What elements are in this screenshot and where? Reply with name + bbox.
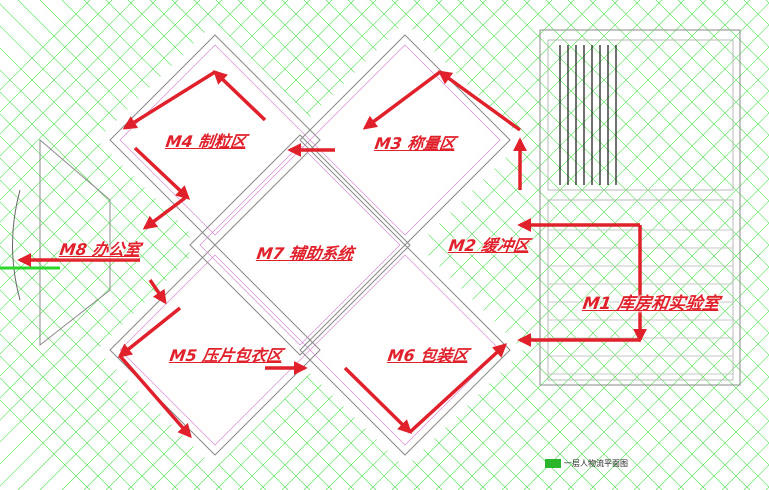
flow-arrow [117, 306, 182, 358]
flow-arrow [133, 146, 191, 200]
zone-label-m5: M5 压片包衣区 [168, 346, 284, 365]
zone-label-m4: M4 制粒区 [164, 132, 248, 151]
zone-label-m7: M7 辅助系统 [255, 244, 355, 263]
flow-arrow [343, 366, 412, 434]
zone-label-m8: M8 办公室 [58, 240, 142, 259]
flow-arrow [122, 70, 216, 130]
flow-arrow [408, 343, 508, 434]
zone-outlines [109, 34, 511, 456]
caption-tag: M [545, 459, 561, 468]
flow-arrow [212, 70, 267, 122]
flow-arrow [437, 70, 522, 132]
zone-label-m3: M3 称量区 [373, 134, 457, 153]
flow-arrow [362, 70, 442, 130]
flow-arrow [118, 354, 192, 439]
flow-arrow [148, 279, 167, 305]
flow-arrow [142, 196, 187, 230]
drawing-caption-text: 一层人物流平面图 [563, 459, 628, 468]
zone-label-m1: M1 库房和实验室 [581, 294, 721, 314]
zone-label-m2: M2 缓冲区 [447, 236, 531, 255]
building-m8 [0, 138, 111, 347]
zone-label-m6: M6 包装区 [386, 346, 470, 365]
